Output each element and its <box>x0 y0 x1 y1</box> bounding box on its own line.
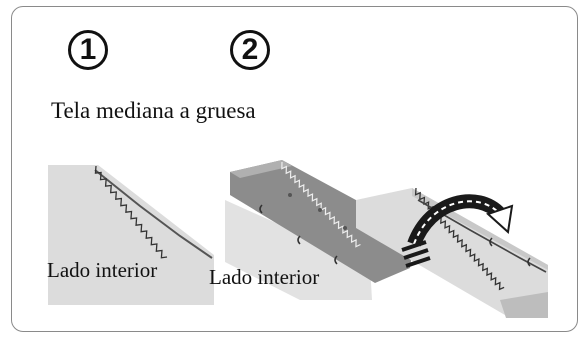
panel-2-label: Lado interior <box>209 265 320 289</box>
step-number-1: 1 <box>68 30 108 70</box>
panel-2-fabric-illustration <box>225 160 415 300</box>
fabric-weight-heading: Tela mediana a gruesa <box>51 98 256 123</box>
step-number-2: 2 <box>230 30 270 70</box>
panel-1-label: Lado interior <box>47 258 158 282</box>
curved-fold-arrow-icon <box>401 194 514 268</box>
panel-1-fabric-illustration <box>48 165 214 305</box>
